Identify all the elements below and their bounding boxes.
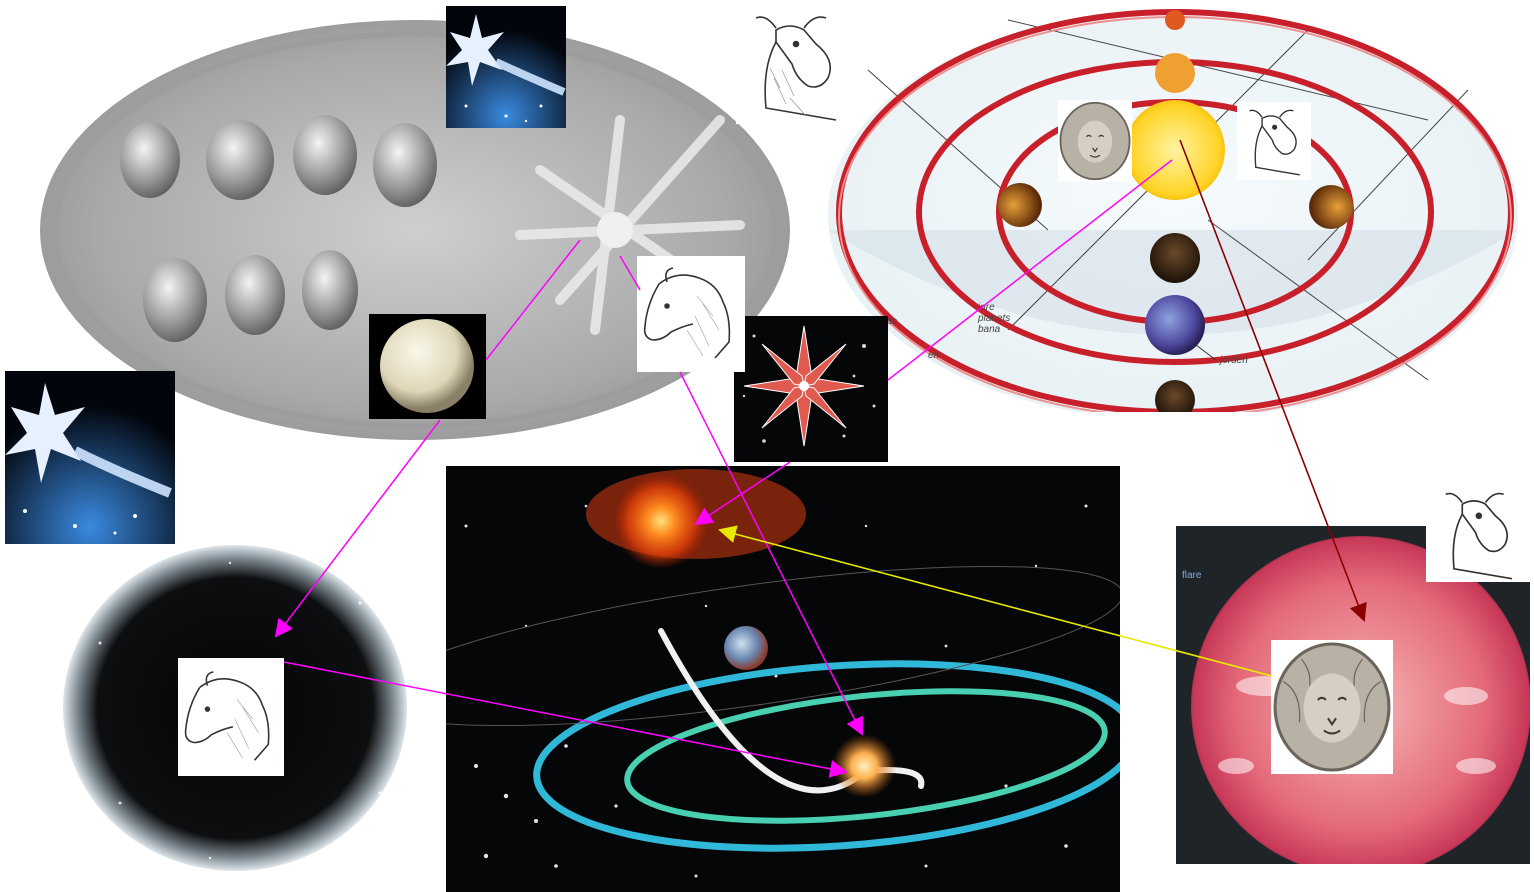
bull-head-icon	[736, 8, 854, 124]
solar-system-diagram: inre planets bana jorden ras en	[828, 0, 1534, 412]
cut-label-2: en	[928, 350, 939, 361]
bull-head-icon	[1426, 486, 1530, 582]
lion-head-icon	[1058, 100, 1132, 182]
planet-venus-icon	[369, 314, 486, 419]
star-on-blue-icon	[446, 6, 566, 128]
inner-orbit-label: inre planets bana	[978, 302, 1010, 335]
lamb-head-icon	[637, 256, 745, 372]
lamb-head-icon	[178, 658, 284, 776]
earth-label: jorden	[1220, 355, 1248, 366]
red-eight-point-star-icon	[734, 316, 888, 462]
bull-head-icon	[1237, 102, 1311, 180]
flare-label: flare	[1182, 570, 1201, 581]
space-scene	[446, 466, 1120, 892]
star-on-blue-icon	[5, 371, 175, 544]
lion-head-icon	[1271, 640, 1393, 774]
